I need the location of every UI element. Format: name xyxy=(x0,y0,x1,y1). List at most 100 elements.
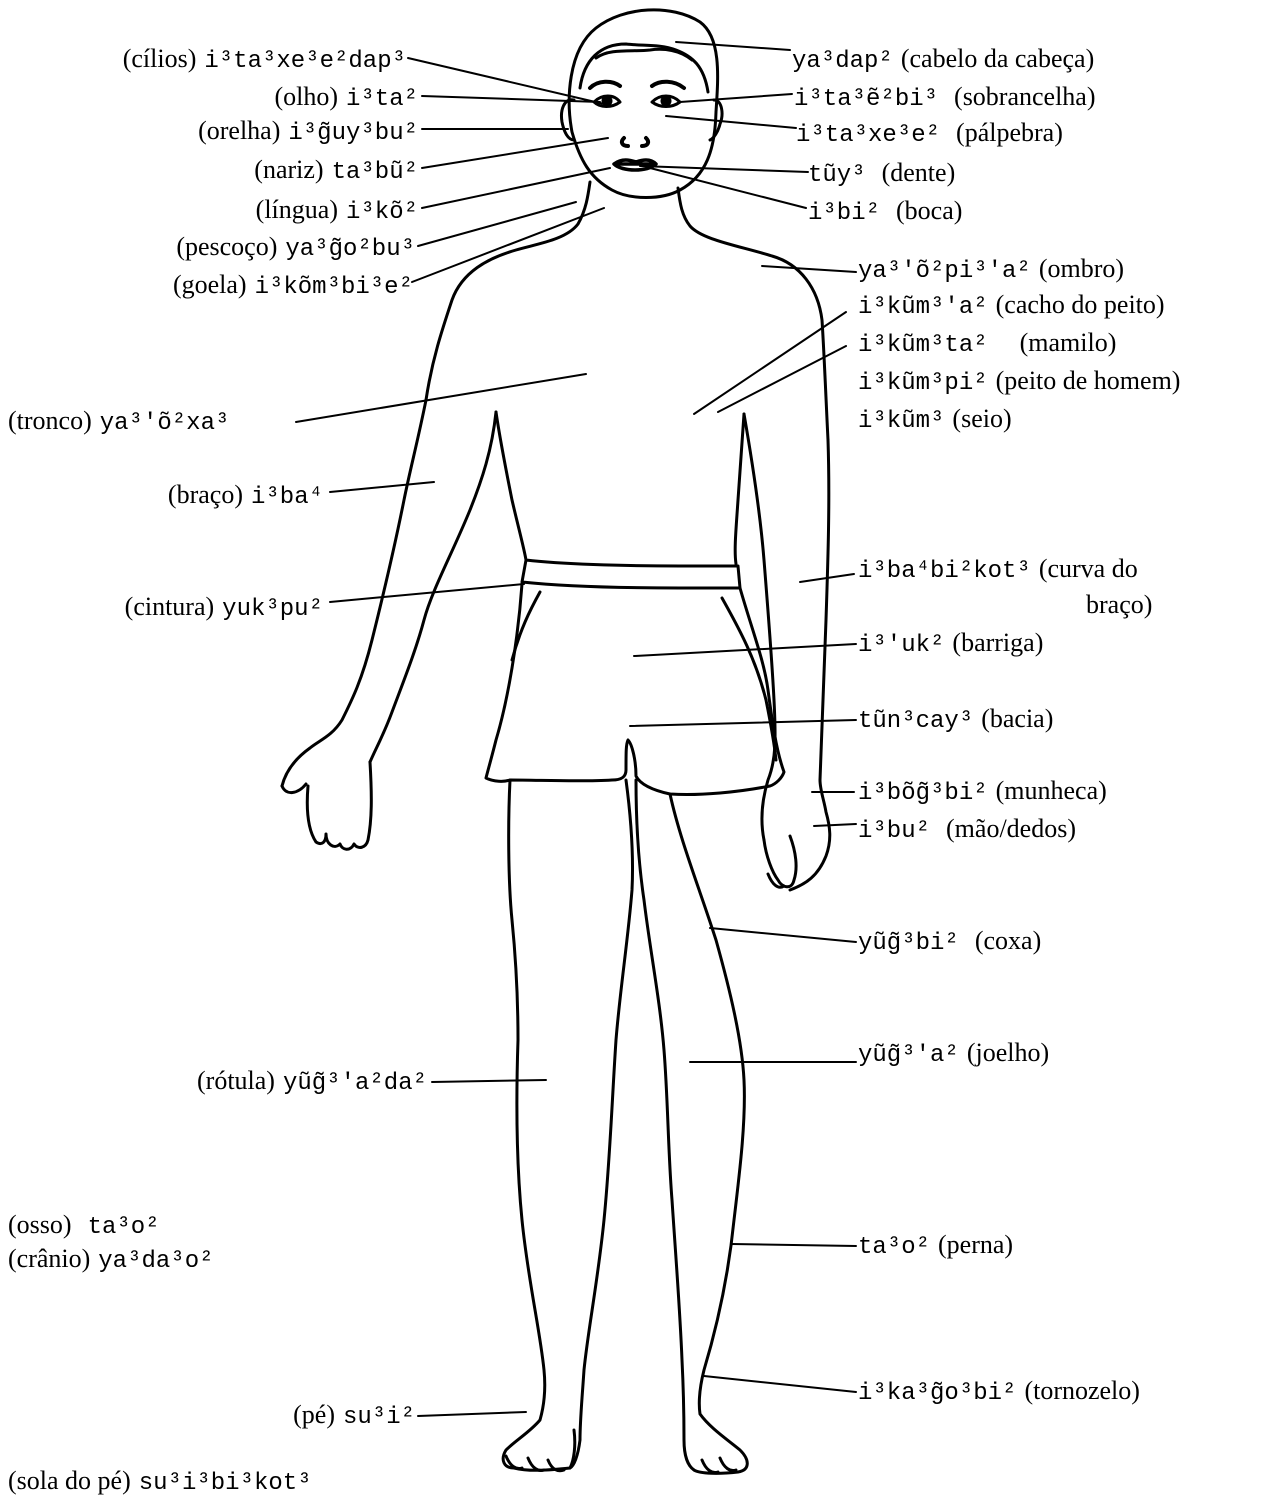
label-coxa: yũg̃³bi² (coxa) xyxy=(858,926,1041,956)
leader-coxa xyxy=(710,928,856,942)
label-sola: (sola do pé) su³i³bi³kot³ xyxy=(8,1466,312,1496)
gloss-text: (joelho) xyxy=(967,1038,1049,1067)
gloss-text: (orelha) xyxy=(198,116,280,145)
term-text: tũy³ xyxy=(808,162,866,189)
term-text: ta³o² xyxy=(88,1214,160,1241)
label-tornozelo: i³ka³g̃o³bi² (tornozelo) xyxy=(858,1376,1140,1406)
gloss-text: (pé) xyxy=(293,1400,335,1429)
label-barriga: i³'uk² (barriga) xyxy=(858,628,1043,658)
term-text: tũn³cay³ xyxy=(858,708,973,735)
right-foot-toes xyxy=(702,1458,736,1473)
label-lingua: (língua)i³kõ² xyxy=(256,195,418,225)
term-text: su³i² xyxy=(343,1404,415,1431)
gloss-text: (braço) xyxy=(168,480,243,509)
leader-tronco xyxy=(296,374,586,422)
label-peito: i³kũm³pi²(peito de homem) xyxy=(858,366,1180,396)
gloss-text: (cabelo da cabeça) xyxy=(901,44,1094,73)
gloss-text: (ombro) xyxy=(1039,254,1124,283)
neck-left xyxy=(426,182,590,400)
label-cranio: (crânio)ya³da³o² xyxy=(8,1244,214,1274)
label-palpebra: i³ta³xe³e² (pálpebra) xyxy=(796,118,1063,148)
label-braco: (braço) i³ba⁴ xyxy=(168,480,323,510)
leader-rotula xyxy=(432,1080,546,1082)
shorts-body xyxy=(486,584,784,795)
leader-braco xyxy=(330,482,434,492)
term-text: ya³'õ²pi³'a² xyxy=(858,258,1031,285)
gloss-text: (tornozelo) xyxy=(1024,1376,1140,1405)
label-seio: i³kũm³(seio) xyxy=(858,404,1012,434)
leader-perna xyxy=(732,1244,856,1246)
label-olho: (olho) i³ta² xyxy=(274,82,418,112)
gloss-text: (osso) xyxy=(8,1210,72,1239)
term-text: ta³bũ² xyxy=(332,159,418,186)
torso-left-side xyxy=(496,412,526,560)
leader-cintura xyxy=(330,584,524,602)
leader-tornozelo xyxy=(704,1376,856,1392)
term-text: ya³g̃o²bu³ xyxy=(285,236,415,263)
label-munheca: i³bõg̃³bi²(munheca) xyxy=(858,776,1107,806)
term-text: i³ka³g̃o³bi² xyxy=(858,1380,1016,1407)
gloss-text: (rótula) xyxy=(197,1066,275,1095)
term-text: ya³da³o² xyxy=(98,1248,213,1275)
term-text: i³bu² xyxy=(858,818,930,845)
gloss-text: (olho) xyxy=(274,82,338,111)
label-nariz: (nariz)ta³bũ² xyxy=(254,155,418,185)
term-text: i³ta³ẽ²bi³ xyxy=(794,86,938,113)
label-cintura: (cintura)yuk³pu² xyxy=(125,592,323,622)
term-text: yũg̃³bi² xyxy=(858,930,959,957)
label-sobrancelha: i³ta³ẽ²bi³(sobrancelha) xyxy=(794,82,1096,112)
label-goela: (goela)i³kõm³bi³e² xyxy=(173,270,413,300)
torso-right-side xyxy=(735,414,744,564)
label-ombro: ya³'õ²pi³'a² (ombro) xyxy=(858,254,1124,284)
nose xyxy=(622,138,648,146)
term-text: i³kõ² xyxy=(346,199,418,226)
right-arm-outer xyxy=(790,440,830,890)
right-arm-inner xyxy=(744,414,775,840)
gloss-text: (barriga) xyxy=(952,628,1043,657)
gloss-text: (coxa) xyxy=(975,926,1041,955)
gloss-text: (seio) xyxy=(952,404,1011,433)
gloss-text: (curva do xyxy=(1039,554,1138,583)
gloss-text: (munheca) xyxy=(996,776,1107,805)
label-bacia: tũn³cay³ (bacia) xyxy=(858,704,1053,734)
right-eyebrow xyxy=(652,82,684,88)
gloss-text: (tronco) xyxy=(8,406,92,435)
term-text: i³kũm³ta² xyxy=(858,332,988,359)
left-leg-outer xyxy=(503,780,575,1470)
label-boca: i³bi² (boca) xyxy=(808,196,962,226)
term-text: i³'uk² xyxy=(858,632,944,659)
term-text: ya³dap² xyxy=(792,48,893,75)
label-pescoco: (pescoço)ya³g̃o²bu³ xyxy=(176,232,415,262)
term-text: yũg̃³'a²da² xyxy=(283,1070,427,1097)
term-text: i³ba⁴ xyxy=(251,484,323,511)
gloss-text: (boca) xyxy=(896,196,962,225)
label-mao: i³bu² (mão/dedos) xyxy=(858,814,1076,844)
gloss-text: (goela) xyxy=(173,270,247,299)
leader-pe xyxy=(418,1412,526,1416)
term-text: i³ta³xe³e² xyxy=(796,122,940,149)
left-eyebrow xyxy=(590,82,620,88)
right-leg-inner xyxy=(636,780,694,1470)
term-text: su³i³bi³kot³ xyxy=(139,1470,312,1497)
gloss-text: (bacia) xyxy=(981,704,1053,733)
term-text: yũg̃³'a² xyxy=(858,1042,959,1069)
label-cabelo: ya³dap² (cabelo da cabeça) xyxy=(792,44,1094,74)
leader-palpebra xyxy=(666,116,796,128)
label-pe: (pé) su³i² xyxy=(293,1400,415,1430)
gloss-text: (mão/dedos) xyxy=(946,814,1076,843)
gloss-text: (sola do pé) xyxy=(8,1466,131,1495)
term-text: i³ba⁴bi²kot³ xyxy=(858,558,1031,585)
gloss-text: (pálpebra) xyxy=(956,118,1063,147)
leader-boca xyxy=(650,168,806,208)
shorts-waistband xyxy=(522,560,740,588)
leader-mao xyxy=(814,824,856,826)
term-text: i³ta² xyxy=(346,86,418,113)
leader-cabelo xyxy=(676,42,790,50)
left-arm-inner xyxy=(370,412,496,762)
term-text: i³bi² xyxy=(808,200,880,227)
label-orelha: (orelha)i³g̃uy³bu² xyxy=(198,116,418,146)
label-dente: tũy³(dente) xyxy=(808,158,955,188)
gloss-text: (peito de homem) xyxy=(996,366,1181,395)
label-cacho: i³kũm³'a²(cacho do peito) xyxy=(858,290,1165,320)
label-rotula: (rótula) yũg̃³'a²da² xyxy=(197,1066,427,1096)
